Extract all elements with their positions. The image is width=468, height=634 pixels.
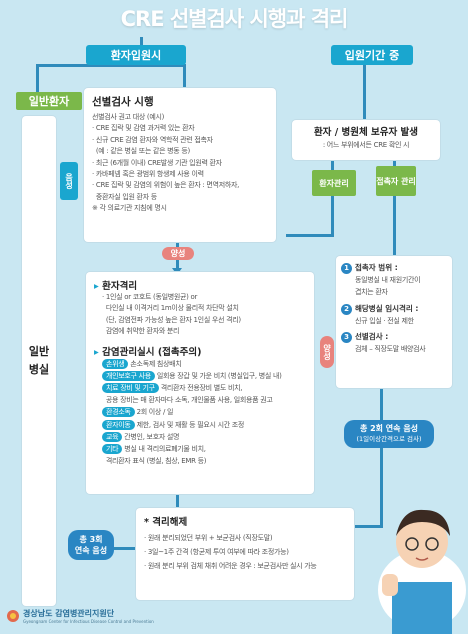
list-item: 중환자실 입원 환자 등 [95,192,157,201]
list-item: (단, 감염전파 가능성 높은 환자 1인실 우선 격리) [105,315,241,324]
org-logo-icon [7,610,19,622]
list-item: 다인실 내 이격거리 1m이상 물리적 차단막 설치 [105,304,239,313]
general-ward-card: 일반 병실 [22,116,56,606]
nurse-illustration [378,509,466,634]
badge: 개인보호구 사용 [102,370,155,381]
list-item: 공용 장비는 매 환자마다 소독, 개인물품 사용, 일회용품 권고 [105,396,273,405]
isolation-card: ▸ 환자격리 · 1인실 or 코호트 (동일병원균) or 다인실 내 이격거… [86,272,314,494]
list-item: · 원래 분리되었던 부위 + 보균검사 (직장도말) [144,534,273,542]
connector [331,160,334,174]
connector [380,388,383,526]
badge: 치료 장비 및 기구 [102,383,159,394]
list-item: · 신규 CRE 감염 환자와 역학적 관련 접촉자 [92,135,213,144]
list-item: (예 : 같은 병실 또는 같은 병동 등) [95,147,190,156]
release-card: * 격리해제 · 원래 분리되었던 부위 + 보균검사 (직장도말) · 3일~… [136,508,354,600]
connector [363,64,366,122]
nurse-hair [396,509,450,536]
list-item: · 카바페넴 혹은 광범위 항생제 사용 이력 [92,170,204,179]
list-item: · 최근 (6개월 이내) CRE발생 기관 입원력 환자 [92,158,222,167]
screening-subtitle: 선별검사 권고 대상 (예시) [92,113,165,121]
screening-heading: 선별검사 시행 [92,96,154,108]
list-item: · 원래 분리 부위 검체 채취 어려운 경우 : 보균검사만 실시 가능 [144,562,317,570]
hospitalization-pill: 입원기간 중 [331,45,413,65]
connector [393,196,396,256]
list-item: · 1인실 or 코호트 (동일병원균) or [102,293,198,301]
connector [36,64,184,67]
contact-management-box: 접촉자 관리 [376,166,416,196]
connector [112,547,136,550]
connector [286,234,334,237]
release-list: · 원래 분리되었던 부위 + 보균검사 (직장도말) · 3일~1주 간격 (… [144,531,346,573]
badge: 환자이동 [102,419,135,430]
infection-heading: ▸ 감염관리실시 (접촉주의) [94,346,202,358]
general-patient-box: 일반환자 [16,92,82,110]
glasses-icon [405,537,419,551]
carrier-heading: 환자 / 병원체 보유자 발생 [313,127,419,138]
list-item: · CRE 집락 및 감염의 위험이 높은 환자 : 면역저하자, [92,181,240,190]
badge: 기타 [102,444,123,455]
two-negative-bubble: 총 2회 연속 음성 (1일이상간격으로 검사) [344,420,434,448]
general-ward-label: 일반 병실 [28,345,50,376]
admission-pill: 환자입원시 [86,45,186,65]
release-heading: * 격리해제 [144,517,188,528]
negative-label: 음성 [60,162,78,200]
badge: 손위생 [102,358,129,369]
badge: 환경소독 [102,407,135,418]
list-item: · CRE 집락 및 감염 과거력 있는 환자 [92,124,195,133]
org-name: 경상남도 감염병관리지원단 [23,609,115,618]
isolation-heading: ▸ 환자격리 [94,281,138,292]
screening-card: 선별검사 시행 선별검사 권고 대상 (예시) · CRE 집락 및 감염 과거… [84,88,276,242]
connector [176,493,179,507]
triangle-icon: ▸ [94,281,99,292]
badge: 교육 [102,431,123,442]
list-item: 격리환자 표식 (병실, 침상, EMR 등) [105,457,207,466]
nurse-face [396,516,448,568]
list-item: 감염에 취약한 환자와 분리 [105,327,180,336]
three-negative-bubble: 총 3회 연속 음성 [68,530,114,560]
triangle-icon: ▸ [94,346,99,358]
patient-management-box: 환자관리 [312,170,356,196]
connector [331,196,334,236]
list-item: ※ 각 의료기관 지침에 명시 [92,204,167,213]
carrier-card: 환자 / 병원체 보유자 발생 : 어느 부위에서든 CRE 확인 시 [292,120,440,160]
positive-side-label: 양성 [320,336,334,368]
org-name-en: Gyeongnam Center for Infectious Disease … [23,619,154,624]
glasses-icon [425,537,439,551]
isolation-list: · 1인실 or 코호트 (동일병원균) or 다인실 내 이격거리 1m이상 … [102,292,306,338]
carrier-sub: : 어느 부위에서든 CRE 확인 시 [322,141,410,149]
page-title: CRE 선별검사 시행과 격리 [120,7,349,31]
connector [36,64,39,92]
nurse-uniform [392,582,452,634]
positive-label: 양성 [162,247,194,260]
smile-icon [415,557,429,561]
footer: 경상남도 감염병관리지원단 Gyeongnam Center for Infec… [6,608,154,624]
connector [183,64,186,88]
arrow-down-icon [172,268,182,275]
nurse-hand [382,574,398,596]
screening-list: · CRE 집락 및 감염 과거력 있는 환자 · 신규 CRE 감염 환자와 … [92,123,268,214]
list-item: · 3일~1주 간격 (항균제 투여 여부에 따라 조정가능) [144,548,289,556]
